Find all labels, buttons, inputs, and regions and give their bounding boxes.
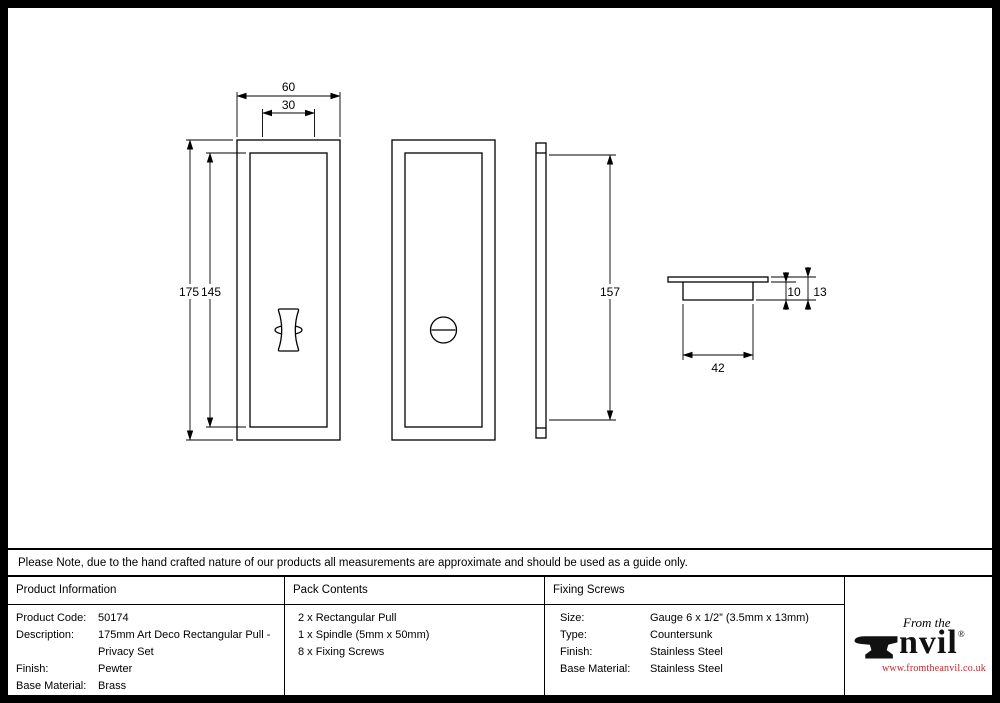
row-label: Finish:	[16, 663, 49, 675]
table-row: Base Material: Stainless Steel	[560, 661, 844, 678]
spec-table: Product Information Product Code: 50174 …	[8, 577, 992, 695]
brand-logo-area: From the nvil ® www.fromtheanvil.co.uk	[845, 577, 992, 695]
note-bar: Please Note, due to the hand crafted nat…	[8, 548, 992, 577]
front-view-privacy-pull	[236, 139, 341, 441]
pack-item: 2 x Rectangular Pull	[298, 612, 397, 624]
row-label: Type:	[560, 629, 587, 641]
logo-tagline: From the	[903, 615, 951, 630]
product-information-header: Product Information	[8, 577, 284, 605]
table-row: Product Code: 50174	[16, 610, 284, 627]
table-row: Base Material: Brass	[16, 678, 284, 695]
logo-row: nvil ®	[853, 624, 965, 661]
row-value: Stainless Steel	[650, 646, 723, 658]
table-row: Finish: Pewter	[16, 661, 284, 678]
brand-website: www.fromtheanvil.co.uk	[881, 663, 986, 674]
fixing-screws-column: Fixing Screws Size: Gauge 6 x 1/2” (3.5m…	[545, 577, 845, 695]
row-value: Countersunk	[650, 629, 713, 641]
dim-plate-width: 60	[282, 80, 296, 94]
table-row: Size: Gauge 6 x 1/2” (3.5mm x 13mm)	[560, 610, 844, 627]
row-value: Gauge 6 x 1/2” (3.5mm x 13mm)	[650, 612, 809, 624]
row-label: Base Material:	[16, 680, 87, 692]
table-row: Finish: Stainless Steel	[560, 644, 844, 661]
row-label: Description:	[16, 629, 75, 641]
row-value: 50174	[98, 612, 129, 624]
drawing-area: 60 30 175 145 157 10 13 42	[8, 8, 992, 548]
front-view-coin-release-pull	[391, 139, 496, 441]
dim-recess-depth: 10	[787, 285, 801, 299]
table-row: Privacy Set	[16, 644, 284, 661]
row-label: Base Material:	[560, 663, 631, 675]
row-label	[16, 644, 98, 661]
pack-item: 1 x Spindle (5mm x 50mm)	[298, 629, 430, 641]
note-text: Please Note, due to the hand crafted nat…	[18, 556, 688, 569]
pack-contents-cell: 2 x Rectangular Pull 1 x Spindle (5mm x …	[285, 605, 544, 661]
registered-trademark-icon: ®	[957, 629, 965, 639]
row-label: Product Code:	[16, 612, 87, 624]
fixing-screws-cell: Size: Gauge 6 x 1/2” (3.5mm x 13mm) Type…	[545, 605, 844, 678]
row-value: Privacy Set	[98, 646, 154, 658]
pack-item: 8 x Fixing Screws	[298, 646, 385, 658]
anvil-icon	[854, 636, 898, 659]
row-label: Finish:	[560, 646, 593, 658]
dimension-lines	[186, 92, 816, 441]
dim-section-width: 42	[711, 361, 725, 375]
technical-drawing: 60 30 175 145 157 10 13 42	[176, 80, 827, 441]
row-value: Stainless Steel	[650, 663, 723, 675]
dim-recess-width: 30	[282, 98, 296, 112]
row-label: Size:	[560, 612, 585, 624]
dimension-label-backgrounds	[176, 284, 623, 299]
row-value: Brass	[98, 680, 127, 692]
privacy-turn-knob	[277, 308, 300, 352]
fixing-screws-header: Fixing Screws	[545, 577, 844, 605]
dim-recess-height: 145	[201, 285, 221, 299]
product-information-cell: Product Code: 50174 Description: 175mm A…	[8, 605, 284, 695]
pack-contents-header: Pack Contents	[285, 577, 544, 605]
dim-total-depth: 13	[813, 285, 827, 299]
row-value: 175mm Art Deco Rectangular Pull -	[98, 629, 271, 641]
side-profile-view	[535, 142, 547, 439]
section-view	[667, 276, 769, 301]
product-information-column: Product Information Product Code: 50174 …	[8, 577, 285, 695]
row-value: Pewter	[98, 663, 133, 675]
dimension-labels: 60 30 175 145 157 10 13 42	[179, 80, 827, 375]
brand-name: nvil	[899, 624, 958, 661]
dim-plate-height: 175	[179, 285, 199, 299]
table-row: Description: 175mm Art Deco Rectangular …	[16, 627, 284, 644]
table-row: Type: Countersunk	[560, 627, 844, 644]
coin-release-turn	[429, 316, 458, 344]
dim-side-height: 157	[600, 285, 620, 299]
pack-contents-column: Pack Contents 2 x Rectangular Pull 1 x S…	[285, 577, 545, 695]
